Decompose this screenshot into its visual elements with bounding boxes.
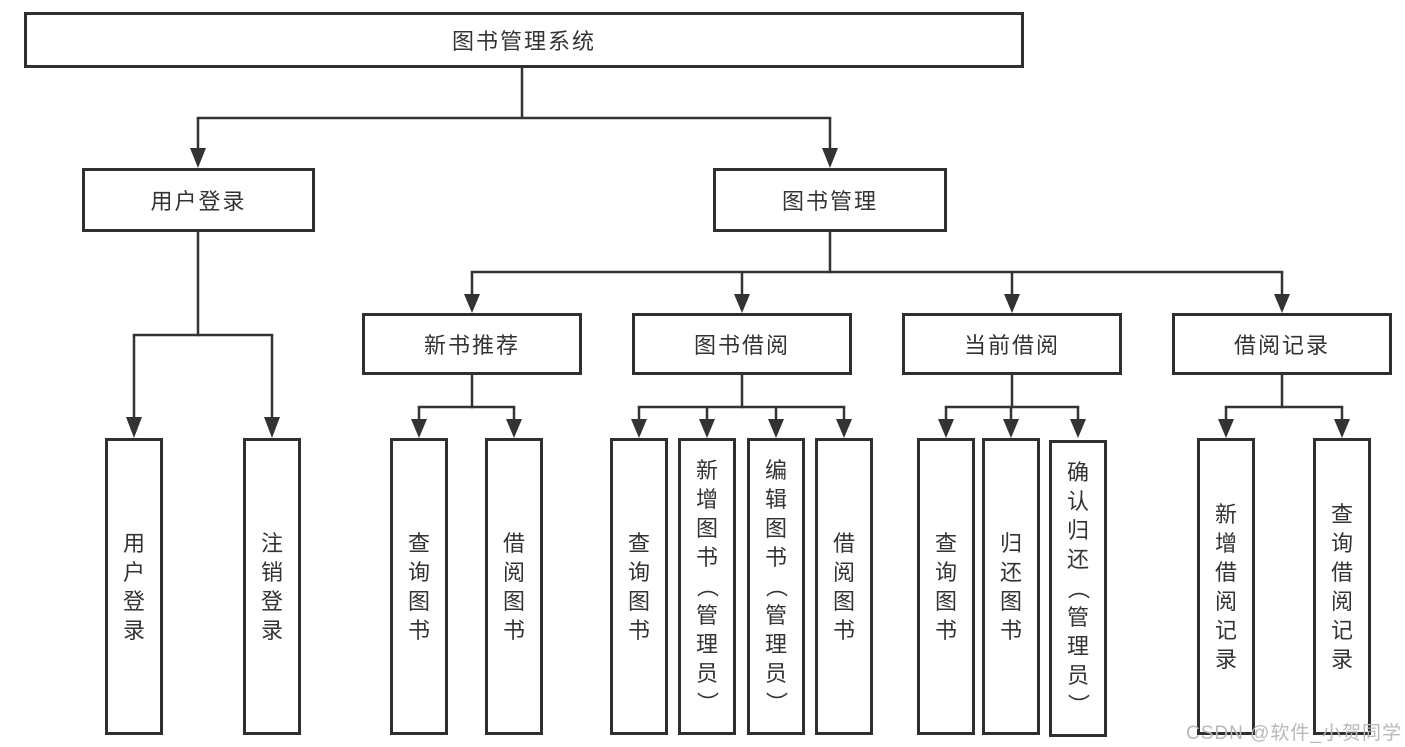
leaf-borrow-books-recommend: 借阅图书 xyxy=(485,438,543,735)
node-book-borrowing: 图书借阅 xyxy=(632,313,852,375)
leaf-borrow-books: 借阅图书 xyxy=(815,438,873,735)
watermark: CSDN @软件_小贺同学 xyxy=(1186,723,1402,744)
node-root-system: 图书管理系统 xyxy=(24,12,1024,68)
node-new-book-recommend: 新书推荐 xyxy=(362,313,582,375)
leaf-user-login: 用户登录 xyxy=(105,438,163,735)
leaf-query-borrow-record: 查询借阅记录 xyxy=(1313,438,1371,735)
leaf-edit-books-admin: 编辑图书（管理员） xyxy=(747,438,805,735)
node-book-management: 图书管理 xyxy=(713,168,947,232)
node-borrowing-records: 借阅记录 xyxy=(1172,313,1392,375)
leaf-add-books-admin: 新增图书（管理员） xyxy=(678,438,736,735)
leaf-confirm-return-admin: 确认归还（管理员） xyxy=(1049,440,1107,737)
leaf-return-books: 归还图书 xyxy=(982,438,1040,735)
leaf-query-books-recommend: 查询图书 xyxy=(390,438,448,735)
leaf-query-books-borrowing: 查询图书 xyxy=(610,438,668,735)
leaf-logout: 注销登录 xyxy=(243,438,301,735)
node-current-borrowing: 当前借阅 xyxy=(902,313,1122,375)
leaf-query-books-current: 查询图书 xyxy=(917,438,975,735)
leaf-add-borrow-record: 新增借阅记录 xyxy=(1197,438,1255,735)
node-user-login: 用户登录 xyxy=(82,168,315,232)
